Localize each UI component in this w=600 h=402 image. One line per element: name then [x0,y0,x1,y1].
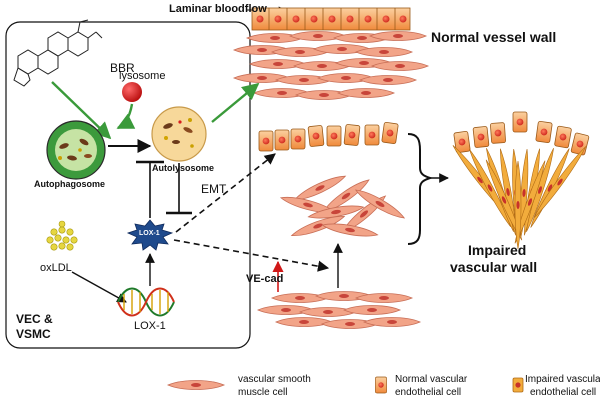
vsmc-label-line2: VSMC [16,327,51,341]
autophagosome-label: Autophagosome [34,179,105,189]
normal-smooth-muscle-layers [233,31,429,100]
normal-vessel-wall-title: Normal vessel wall [431,29,557,45]
legend-smc-line2: muscle cell [238,387,288,398]
laminar-flow-label: Laminar bloodflow [169,3,267,15]
legend-normal-ec-line2: endothelial cell [395,387,462,398]
migrating-smc-cluster [279,171,407,241]
vec-label-line1: VEC & [16,312,53,326]
bbr-molecule-icon [13,19,103,87]
impaired-wall-title-line1: Impaired [468,242,527,258]
autolysosome-to-normal-wall-arrow [211,82,260,123]
vecad-label: VE-cad [246,273,284,285]
dna-helix-icon [117,287,175,317]
bottom-smooth-muscle-layer [257,291,421,329]
smooth-muscle-cell-icon [167,380,225,390]
oxldl-label: oxLDL [40,262,72,274]
lysosome-fusion-arrow [116,103,136,130]
legend-impaired-ec-line2: endothelial cell [530,387,597,398]
bbr-to-autolysosome-arrow [51,81,112,140]
separating-endothelial-row [258,121,399,152]
legend-impaired-ec-line1: Impaired vascular [525,374,600,385]
emt-dashed-arrow [175,153,276,233]
impaired-spindle-cells [450,142,589,250]
impaired-wall-title-line2: vascular wall [450,259,538,275]
autolysosome-icon [151,106,207,162]
normal-endothelial-cell-icon [374,376,387,394]
lysosome-icon [122,82,142,102]
autolysosome-label: Autolysosome [152,163,215,173]
legend-normal-ec-line1: Normal vascular [395,374,468,385]
legend-smc-line1: vascular smooth [238,374,311,385]
lysosome-label: lysosome [119,70,166,82]
migration-dashed-arrow [173,239,330,272]
lox1-receptor-icon [126,219,174,251]
oxldl-particles-icon [46,220,78,251]
cell-panel-frame [5,21,251,349]
autophagosome-icon [46,120,106,180]
lox1-gene-label: LOX-1 [134,320,166,332]
impaired-endothelial-cell-icon [512,377,524,393]
oxldl-to-gene-arrow [71,271,127,303]
emt-label: EMT [201,182,227,196]
normal-endothelial-row [251,7,411,31]
lox1-receptor-label: LOX-1 [139,230,160,237]
bbr-label: BBR [110,61,135,75]
merge-bracket [407,133,434,245]
